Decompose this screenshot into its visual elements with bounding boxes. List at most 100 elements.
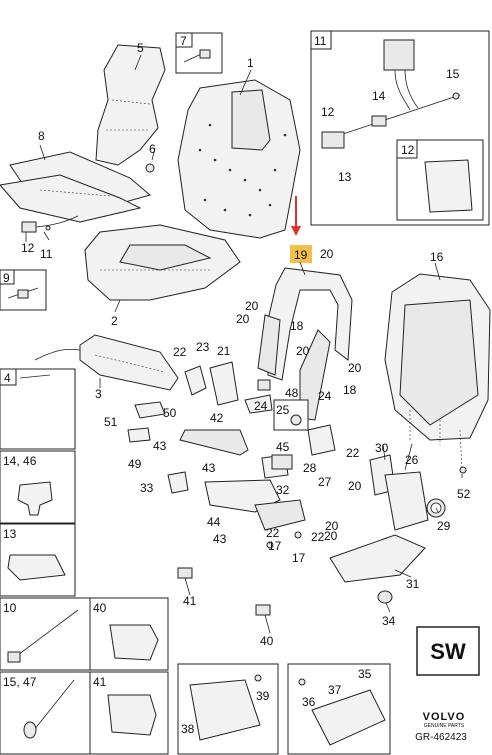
callout-33: 33 (140, 481, 154, 495)
inset-11-12a: 12 (321, 105, 335, 119)
callout-18b: 18 (343, 383, 357, 397)
inset-11-12b: 12 (401, 143, 415, 157)
callout-20g: 20 (325, 519, 339, 533)
callout-1: 1 (247, 56, 254, 70)
callout-11: 11 (40, 247, 53, 261)
box-7-label: 7 (180, 34, 187, 48)
callout-49: 49 (128, 457, 142, 471)
inset-11-13: 13 (338, 170, 352, 184)
callout-34: 34 (382, 614, 396, 628)
callout-30: 30 (375, 441, 389, 455)
callout-21: 21 (217, 344, 231, 358)
box-4-label: 4 (4, 371, 11, 385)
box-40-label: 40 (93, 601, 107, 615)
box-14-46 (0, 450, 76, 524)
callout-31: 31 (406, 577, 420, 591)
callout-48: 48 (285, 386, 299, 400)
box-25 (273, 399, 309, 431)
callout-26: 26 (405, 453, 419, 467)
box-4 (0, 368, 76, 450)
callout-20d: 20 (296, 344, 310, 358)
brand-sub: GENUINE PARTS (424, 723, 465, 729)
inset-11-14: 14 (372, 89, 386, 103)
box-38-39 (177, 663, 279, 755)
callout-22c: 22 (266, 526, 280, 540)
box-40 (89, 597, 169, 671)
callout-labels: 1 2 3 5 6 8 11 12 16 17 17 18 18 19 20 2… (21, 41, 471, 648)
box-35-37 (287, 663, 391, 755)
callout-6: 6 (149, 142, 156, 156)
box-9 (0, 269, 47, 311)
part-2-seat-cushion (84, 224, 241, 301)
callout-22a: 22 (173, 345, 187, 359)
inset-11-title: 11 (314, 34, 327, 48)
box-13 (0, 523, 76, 597)
callout-22b: 22 (346, 446, 360, 460)
callout-18a: 18 (290, 319, 304, 333)
highlight-19 (290, 196, 312, 263)
box-39-label: 39 (256, 689, 270, 703)
sw-label: SW (430, 639, 466, 664)
brand-name: VOLVO (423, 711, 466, 723)
callout-16: 16 (430, 250, 444, 264)
callout-19: 19 (294, 248, 308, 262)
box-labels: 7 9 4 14, 46 13 10 40 15, 47 41 38 39 35… (3, 34, 372, 736)
callout-45: 45 (276, 440, 290, 454)
callout-12: 12 (21, 241, 35, 255)
reference-code: GR-462423 (415, 732, 467, 743)
callout-17a: 17 (268, 539, 282, 553)
box-38-label: 38 (181, 722, 195, 736)
box-9-label: 9 (3, 271, 10, 285)
box-37-label: 37 (328, 683, 342, 697)
part-8-seat-pad (0, 151, 152, 223)
callout-3: 3 (95, 387, 102, 401)
box-25-label: 25 (276, 403, 290, 417)
callout-20h: 20 (324, 529, 338, 543)
part-6 (145, 163, 155, 173)
callout-2: 2 (111, 314, 118, 328)
brand-block: VOLVO GENUINE PARTS GR-462423 (415, 711, 467, 743)
callout-43a: 43 (153, 439, 167, 453)
callout-20c: 20 (236, 312, 250, 326)
callout-5: 5 (137, 41, 144, 55)
box-10-label: 10 (3, 601, 17, 615)
callout-27: 27 (318, 475, 332, 489)
callout-23: 23 (196, 340, 210, 354)
callout-20b: 20 (245, 299, 259, 313)
callout-43b: 43 (202, 461, 216, 475)
callout-24a: 24 (254, 399, 268, 413)
callout-28: 28 (303, 461, 317, 475)
box-14-label: 14, 46 (3, 454, 37, 468)
part-26-30-31-side (329, 454, 446, 604)
box-36-label: 36 (302, 695, 316, 709)
fasteners (177, 379, 467, 616)
callout-24b: 24 (318, 389, 332, 403)
callout-50: 50 (163, 406, 177, 420)
box-41 (89, 671, 169, 755)
part-5-back-pad (95, 44, 166, 166)
callout-52: 52 (457, 487, 471, 501)
callout-43c: 43 (213, 532, 227, 546)
part-16-back-shell (384, 273, 491, 471)
part-11-12-wiring (21, 215, 79, 233)
seat-mechanism (127, 361, 336, 531)
callout-51: 51 (104, 415, 118, 429)
callout-29: 29 (437, 519, 451, 533)
callout-40: 40 (260, 634, 274, 648)
sw-marker (416, 626, 480, 676)
callout-44: 44 (207, 515, 221, 529)
box-7 (175, 32, 223, 74)
part-3-pad (79, 334, 179, 391)
callout-17b: 17 (292, 551, 306, 565)
part-19-backrest-frame (257, 267, 353, 421)
inset-11 (310, 30, 490, 226)
callout-42: 42 (210, 411, 224, 425)
callout-22d: 22 (311, 530, 325, 544)
box-13-label: 13 (3, 527, 17, 541)
callout-20f: 20 (348, 479, 362, 493)
leader-lines (19, 54, 463, 634)
box-10 (0, 597, 91, 671)
box-35-label: 35 (358, 667, 372, 681)
